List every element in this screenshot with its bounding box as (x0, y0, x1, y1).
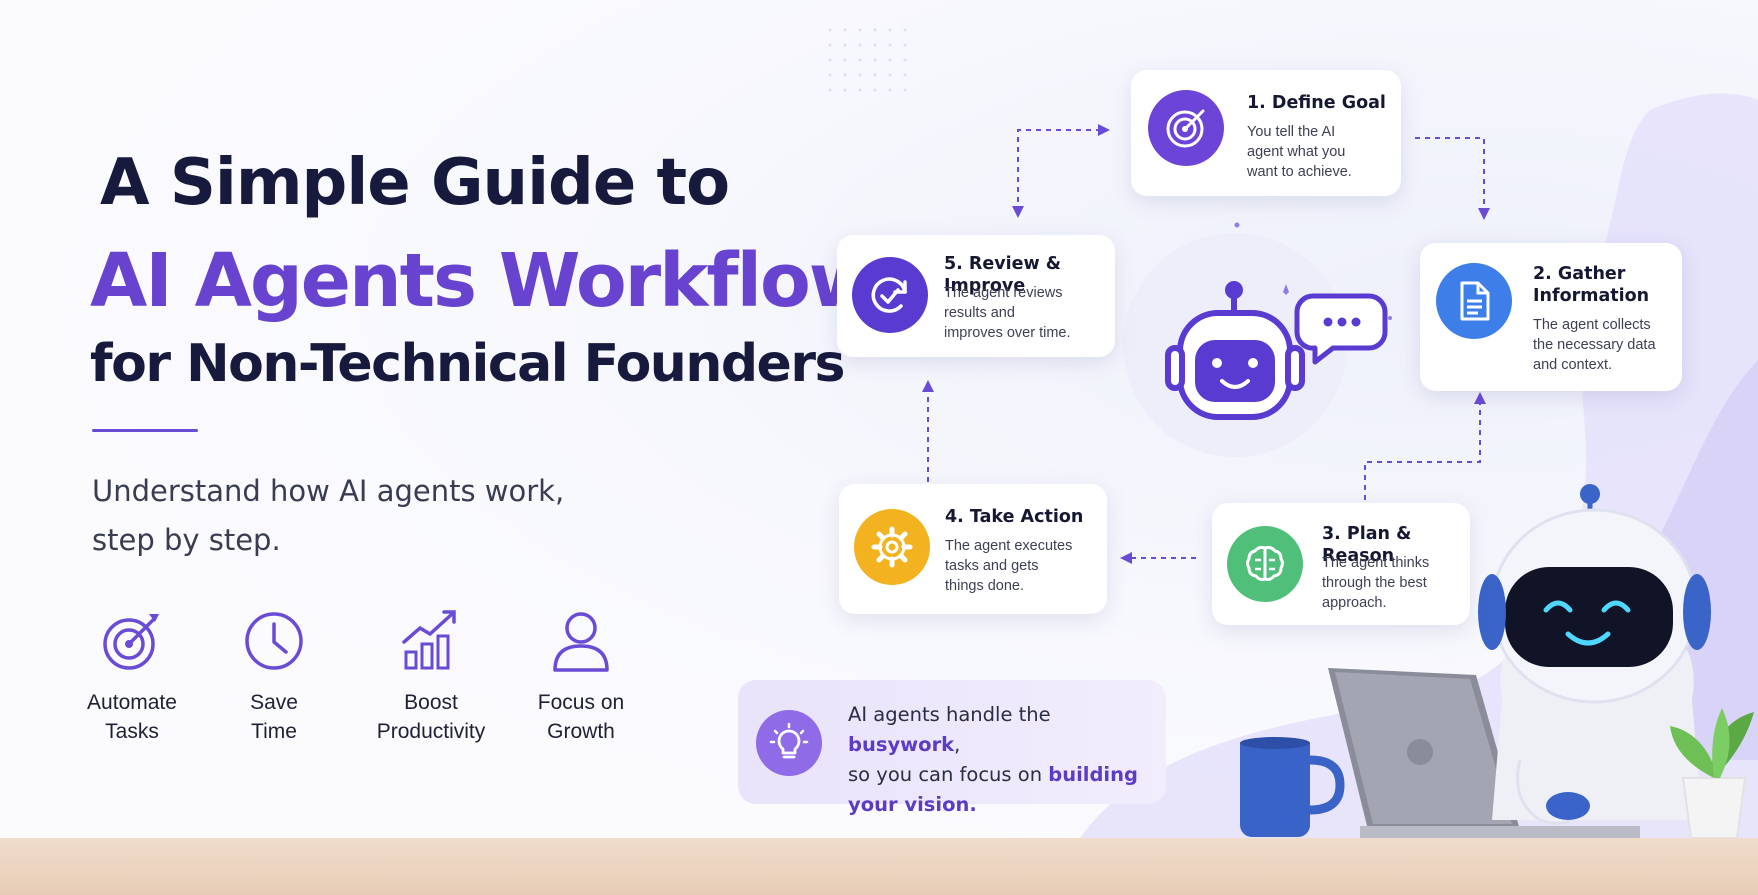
step-card-take-action: 4. Take Action The agent executes tasks … (839, 484, 1107, 614)
dot-pattern (828, 28, 907, 92)
step-desc-line: want to achieve. (1247, 164, 1352, 180)
step-title: 3. Plan & Reason (1322, 524, 1412, 566)
step-desc-line: The agent reviews (944, 285, 1063, 301)
highlight-your-vision: your vision (848, 793, 970, 816)
step-card-review-and-improve: 5. Review & Improve The agent reviews re… (837, 235, 1115, 357)
callout-box: AI agents handle the busywork,so you can… (738, 680, 1166, 816)
step-desc-line: and context. (1533, 357, 1612, 373)
center-robot-icon (1165, 281, 1305, 420)
step-desc-line: through the best (1322, 575, 1427, 591)
connector-2-to-3 (1364, 400, 1481, 500)
step-title: 2. Gather (1533, 264, 1626, 284)
step-title: 4. Take Action (945, 507, 1084, 527)
target-icon (1148, 90, 1224, 166)
plant-icon (1670, 708, 1754, 839)
step-desc-line: things done. (945, 578, 1025, 594)
step-desc-line: agent what you (1247, 144, 1346, 160)
mug-icon (1240, 737, 1345, 837)
desk-surface (0, 838, 1758, 895)
benefit-label-2: Productivity (376, 720, 486, 743)
step-card-define-goal: 1. Define Goal You tell the AI agent wha… (1131, 70, 1401, 196)
step-title-line-2: Information (1533, 286, 1650, 306)
step-desc-line: approach. (1322, 595, 1387, 611)
step-desc-line: tasks and gets (945, 558, 1039, 574)
growth-chart-icon (402, 610, 456, 670)
step-desc-line: the necessary data (1533, 337, 1656, 353)
step-desc-line: You tell the AI (1247, 124, 1336, 140)
step-desc-line: The agent collects (1533, 317, 1651, 333)
chat-bubble-icon (1294, 293, 1388, 365)
benefit-label-1: Focus on (537, 691, 625, 714)
target-icon (103, 614, 159, 670)
gear-icon (854, 509, 930, 585)
connector-arrows (922, 124, 1490, 564)
step-desc-line: The agent thinks (1322, 555, 1430, 571)
brain-icon (1227, 526, 1303, 602)
lightbulb-icon (756, 710, 822, 776)
title-underline (92, 429, 198, 432)
title-line-2: AI Agents Workflow (90, 238, 877, 324)
callout-text: AI agents handle the busywork,so you can… (848, 703, 1138, 816)
step-title: 5. Review & Improve (944, 254, 1062, 296)
benefit-focus-on-growth: Focus on Growth (501, 608, 661, 746)
benefit-label-1: Save (250, 691, 298, 714)
step-card-plan-and-reason: 3. Plan & Reason The agent thinks throug… (1212, 503, 1470, 625)
highlight-building: building (1048, 763, 1138, 786)
benefit-label-2: Time (251, 720, 297, 743)
title-line-3: for Non-Technical Founders (90, 334, 845, 394)
clock-icon (245, 612, 303, 670)
title-line-1: A Simple Guide to (100, 146, 730, 220)
step-desc-line: results and (944, 305, 1015, 321)
document-icon (1436, 263, 1512, 339)
step-desc-line: improves over time. (944, 325, 1071, 341)
step-title: 1. Define Goal (1247, 93, 1386, 113)
laptop-icon (1328, 668, 1640, 840)
person-icon (553, 612, 609, 672)
benefit-label-2: Growth (547, 720, 615, 743)
connector-5-to-1 (1017, 129, 1102, 212)
refresh-check-icon (852, 257, 928, 333)
subtitle-line-1: Understand how AI agents work, (92, 474, 565, 508)
benefit-label-2: Tasks (105, 720, 159, 743)
connector-1-to-2 (1415, 137, 1485, 212)
robot-character-icon (1478, 484, 1711, 825)
flow-connectors (927, 129, 1485, 559)
subtitle-line-2: step by step. (92, 523, 281, 557)
step-desc-line: The agent executes (945, 538, 1073, 554)
benefit-label-1: Boost (404, 691, 458, 714)
highlight-busywork: busywork (848, 733, 955, 756)
benefit-label-1: Automate (87, 691, 177, 714)
